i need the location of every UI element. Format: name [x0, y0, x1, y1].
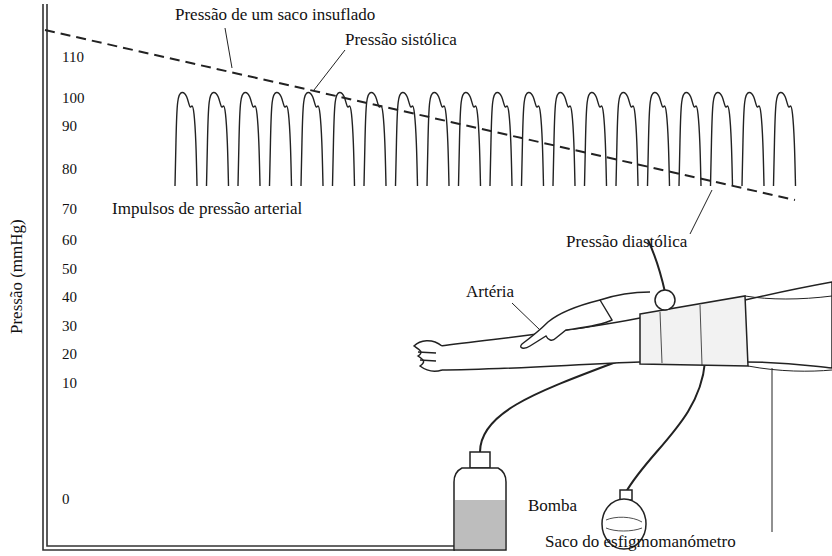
hand: [414, 341, 442, 371]
annotation-label: Pressão de um saco insuflado: [175, 6, 375, 25]
pressure-pulse: [522, 92, 544, 186]
pressure-pulse: [175, 92, 197, 186]
pressure-pulse: [490, 92, 512, 186]
hand: [521, 300, 612, 348]
pressure-pulses: [175, 92, 796, 186]
tick-label: 110: [62, 49, 84, 66]
bulb-ribs: [606, 517, 642, 531]
pressure-pulse: [427, 92, 449, 186]
axis-line: [43, 4, 455, 550]
tick-label: 40: [62, 289, 77, 306]
sleeve-edge: [600, 292, 650, 300]
pressure-pulse: [711, 92, 733, 186]
pressure-pulse: [679, 92, 701, 186]
pressure-pulse: [648, 92, 670, 186]
leader-line: [512, 303, 540, 330]
part-label: Saco do esfigmomanómetro: [545, 533, 736, 552]
part-label: Artéria: [466, 283, 514, 302]
leader-line: [225, 28, 232, 68]
cuff-pressure-line: [45, 30, 795, 200]
pressure-pulse: [364, 92, 386, 186]
tick-label: 10: [62, 375, 77, 392]
tick-label: 60: [62, 232, 77, 249]
pressure-axis: [43, 4, 455, 550]
bottle-neck: [470, 452, 490, 468]
pressure-pulse: [301, 92, 323, 186]
pressure-pulse: [207, 92, 229, 186]
axis-title: Pressão (mmHg): [8, 219, 27, 334]
tick-label: 70: [62, 201, 77, 218]
tick-label: 90: [62, 118, 77, 135]
pressure-pulse: [742, 92, 764, 186]
bottle-liquid: [455, 500, 505, 549]
tick-label: 30: [62, 318, 77, 335]
pressure-pulse: [616, 92, 638, 186]
cuff-fold: [660, 305, 702, 365]
tick-label: 100: [62, 90, 85, 107]
pressure-pulse: [396, 92, 418, 186]
bottle-body: [454, 468, 506, 550]
tick-label: 80: [62, 161, 77, 178]
part-label: Bomba: [528, 497, 577, 516]
leader-line: [690, 190, 712, 234]
leader-lines: [225, 28, 772, 532]
pressure-pulse: [333, 92, 355, 186]
cuff-body: [640, 296, 748, 366]
tick-label: 50: [62, 261, 77, 278]
gauge-dial: [655, 290, 675, 310]
pressure-pulse: [585, 92, 607, 186]
shirt-sleeve: [745, 296, 832, 371]
tick-label: 20: [62, 346, 77, 363]
tick-label: 0: [62, 491, 70, 508]
annotation-label: Pressão diastólica: [566, 233, 687, 252]
fingers: [418, 352, 436, 361]
axis-line: [47, 4, 455, 546]
annotation-label: Impulsos de pressão arterial: [112, 200, 302, 219]
leader-line: [772, 368, 773, 532]
annotation-label: Pressão sistólica: [345, 31, 457, 50]
pressure-pulse: [459, 92, 481, 186]
cuff: [640, 290, 832, 371]
arm: [440, 282, 832, 370]
tube: [626, 362, 705, 492]
mercury-bottle: [454, 452, 506, 550]
pressure-pulse: [774, 92, 796, 186]
leader-line: [314, 50, 345, 90]
examiner-hand: [521, 292, 650, 348]
pressure-pulse: [553, 92, 575, 186]
pressure-pulse: [238, 92, 260, 186]
patient-arm: [414, 282, 832, 371]
pressure-pulse: [270, 92, 292, 186]
